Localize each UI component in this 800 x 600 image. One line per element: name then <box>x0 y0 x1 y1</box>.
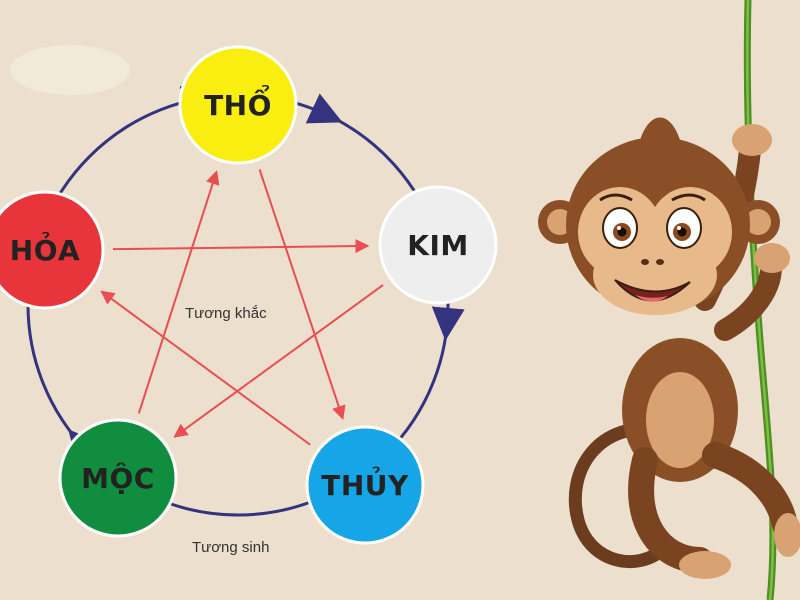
element-nodes: THỔ KIM THỦY MỘC HỎA <box>0 45 498 545</box>
monkey-tongue-icon <box>635 295 668 302</box>
element-node-hoa: HỎA <box>0 190 105 310</box>
monkey-mouth-icon <box>614 279 691 302</box>
element-label-kim: KIM <box>407 229 468 262</box>
background-glow <box>10 45 130 95</box>
overcoming-arrow-hoa-kim <box>112 239 370 254</box>
overcoming-star-arrows <box>100 169 384 446</box>
monkey-muzzle-icon <box>593 235 717 315</box>
overcoming-arrow-kim-moc <box>173 284 384 438</box>
element-node-thuy: THỦY <box>305 425 425 545</box>
element-circle-hoa <box>0 190 105 310</box>
overcoming-arrow-tho-thuy <box>258 169 346 420</box>
monkey-ear-right-inner <box>745 209 771 235</box>
element-node-tho: THỔ <box>178 45 298 165</box>
element-label-tho: THỔ <box>204 82 272 122</box>
monkey-hair-tuft <box>640 117 680 140</box>
element-circle-kim <box>378 185 498 305</box>
overcoming-arrow-thuy-hoa <box>100 290 311 446</box>
monkey-foot-left-icon <box>679 551 731 579</box>
monkey-eye-shine-left <box>617 226 621 230</box>
element-node-moc: MỘC <box>58 418 178 538</box>
monkey-nostril-right <box>656 259 664 265</box>
generating-caption: Tương sinh <box>192 539 269 556</box>
element-label-hoa: HỎA <box>10 229 80 267</box>
overcoming-caption: Tương khắc <box>185 305 267 322</box>
monkey-nostril-left <box>641 259 649 265</box>
overcoming-arrow-moc-tho <box>137 170 220 414</box>
monkey-on-vine-icon <box>538 0 800 600</box>
monkey-foot-right-icon <box>774 513 800 557</box>
element-circle-thuy <box>305 425 425 545</box>
element-node-kim: KIM <box>378 185 498 305</box>
element-label-moc: MỘC <box>81 461 155 495</box>
monkey-tail-icon <box>568 422 671 568</box>
monkey-eye-shine-right <box>677 226 681 230</box>
monkey-belly-icon <box>646 372 714 468</box>
monkey-hand-side-icon <box>754 243 790 273</box>
element-circle-tho <box>178 45 298 165</box>
element-circle-moc <box>58 418 178 538</box>
cycle-arrow-0 <box>305 93 343 124</box>
cycle-arrow-1 <box>431 306 465 341</box>
monkey-hand-top-icon <box>732 124 772 156</box>
monkey-brow-right <box>671 193 706 202</box>
monkey-leg-right-icon <box>702 442 798 538</box>
element-label-thuy: THỦY <box>321 464 409 502</box>
monkey-brow-left <box>599 193 633 202</box>
